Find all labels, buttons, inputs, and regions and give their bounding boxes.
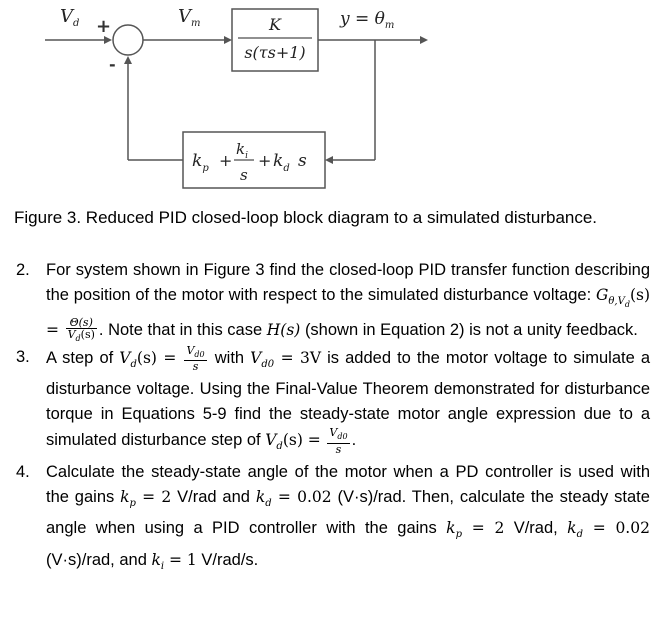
vd-expression-2: Vd(s) = — [265, 431, 321, 453]
question-number: 3. — [16, 348, 30, 367]
vm-label: Vm — [178, 6, 200, 29]
kd-expression: kd = 0.02 — [255, 488, 332, 510]
question-body: Calculate the steady-state angle of the … — [46, 460, 650, 578]
ki-expression: ki = 1 — [151, 550, 197, 572]
minus-sign: - — [109, 55, 116, 74]
question-text: (V·s)/rad. Then, calculate the steady st… — [46, 488, 650, 538]
kp-expression: kp = 2 — [120, 488, 172, 510]
input-arrowhead — [104, 36, 112, 44]
plant-block — [231, 8, 319, 72]
plant-denominator: s(τs+1) — [244, 43, 305, 62]
question-text: . — [351, 431, 357, 450]
input-label: Vd — [60, 6, 79, 29]
question-text: A step of — [46, 349, 114, 368]
question-text: . Note that in this case — [98, 321, 263, 340]
kp-expression-2: kp = 2 — [446, 519, 505, 541]
feedback-arrowhead — [325, 156, 333, 164]
pid-kp: kp — [192, 151, 209, 174]
figure-caption: Figure 3. Reduced PID closed-loop block … — [14, 208, 598, 227]
transfer-fraction: Θ(s)Vd(s) — [65, 316, 97, 344]
transfer-function: Gθ,Vd(s) = — [46, 286, 650, 340]
question-list: 2. For system shown in Figure 3 find the… — [16, 258, 650, 580]
question-2: 2. For system shown in Figure 3 find the… — [16, 258, 650, 344]
pid-plus2: + — [258, 151, 271, 170]
question-text: For system shown in Figure 3 find the cl… — [46, 261, 650, 304]
question-number: 2. — [16, 261, 30, 279]
plus-sign: + — [96, 16, 111, 37]
vd0-expression: Vd0 = 3V — [250, 349, 322, 371]
pid-kd: kd — [273, 151, 290, 174]
question-text: V/rad/s. — [201, 550, 259, 569]
question-body: For system shown in Figure 3 find the cl… — [46, 258, 650, 344]
vd-expression: Vd(s) = — [119, 349, 177, 371]
output-arrowhead — [420, 36, 428, 44]
question-text: (shown in Equation 2) is not a unity fee… — [304, 321, 638, 340]
pid-plus1: + — [219, 151, 232, 170]
question-text: (V·s)/rad, and — [46, 550, 147, 569]
vm-arrowhead — [224, 36, 232, 44]
question-text: V/rad, — [513, 519, 558, 538]
pid-ki-den: s — [240, 166, 248, 184]
question-text: is added to the motor voltage to simulat… — [46, 349, 651, 450]
h-expression: H(s) — [266, 321, 301, 340]
summing-junction — [112, 24, 144, 56]
question-text: V/rad and — [177, 488, 250, 507]
kd-expression-2: kd = 0.02 — [567, 519, 650, 541]
question-4: 4. Calculate the steady-state angle of t… — [16, 460, 650, 578]
question-number: 4. — [16, 463, 30, 482]
pid-s: s — [298, 151, 307, 171]
plant-numerator: K — [268, 15, 282, 34]
output-label: y = θm — [339, 9, 394, 31]
block-diagram: Vd + - Vm K s(τs+1) y = θm kp + ki s + k… — [45, 6, 428, 189]
question-text: with — [214, 349, 245, 368]
pid-ki-num: ki — [236, 140, 248, 161]
feedback-up-arrowhead — [124, 56, 132, 64]
question-text: Calculate the steady-state angle of the … — [46, 463, 650, 507]
